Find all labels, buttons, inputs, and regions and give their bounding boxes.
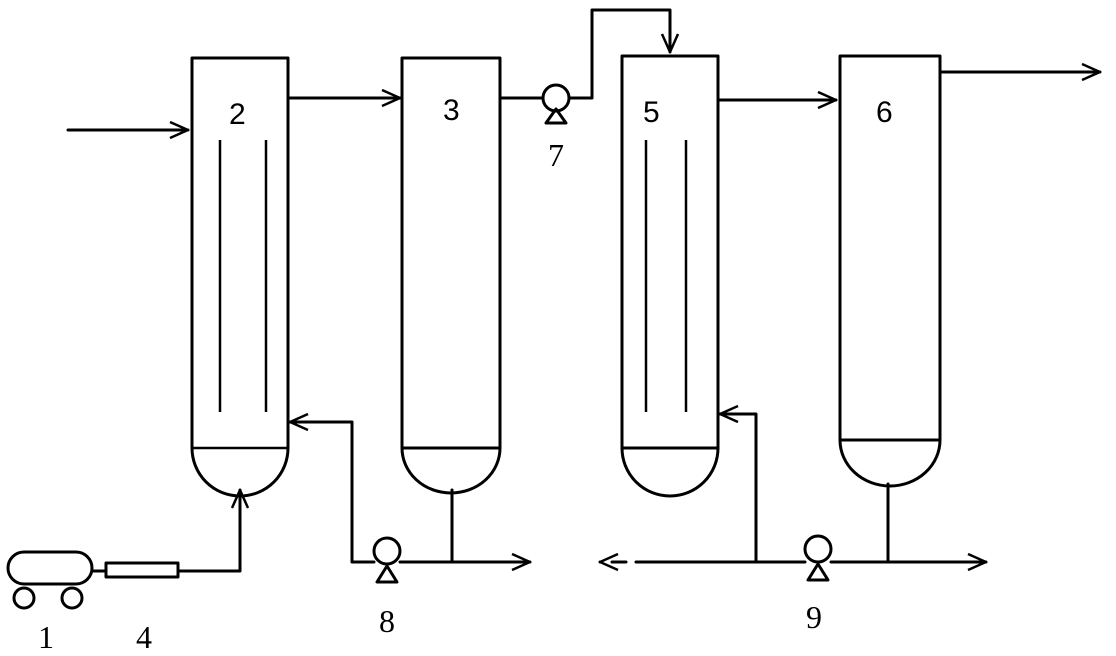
heater-4: 4 (90, 561, 180, 655)
compressor-1-label: 1 (38, 619, 54, 655)
compressor-1: 1 (6, 550, 94, 655)
recycle-pump-9-to-5 (718, 414, 807, 564)
flow-lines (66, 8, 1102, 573)
vessel-2: 2 (190, 56, 290, 498)
vessel-3: 3 (400, 56, 502, 495)
vessel-6: 6 (838, 54, 942, 488)
pump-8: 8 (372, 536, 402, 639)
pump-7: 7 (541, 83, 571, 173)
vessel-2-label: 2 (229, 98, 246, 131)
pump-9-label: 9 (806, 599, 822, 635)
flow-gas-to-2 (176, 488, 240, 573)
flow-pump-7-to-5 (567, 8, 670, 100)
recycle-pump-8-to-2 (288, 422, 376, 564)
vessel-5-label: 5 (643, 96, 660, 129)
vessel-5: 5 (620, 54, 720, 498)
vessel-6-label: 6 (876, 96, 893, 129)
pump-7-label: 7 (548, 137, 564, 173)
pump-8-label: 8 (379, 603, 395, 639)
heater-4-label: 4 (136, 619, 152, 655)
pump-9: 9 (803, 534, 833, 635)
vessel-3-label: 3 (443, 94, 460, 127)
